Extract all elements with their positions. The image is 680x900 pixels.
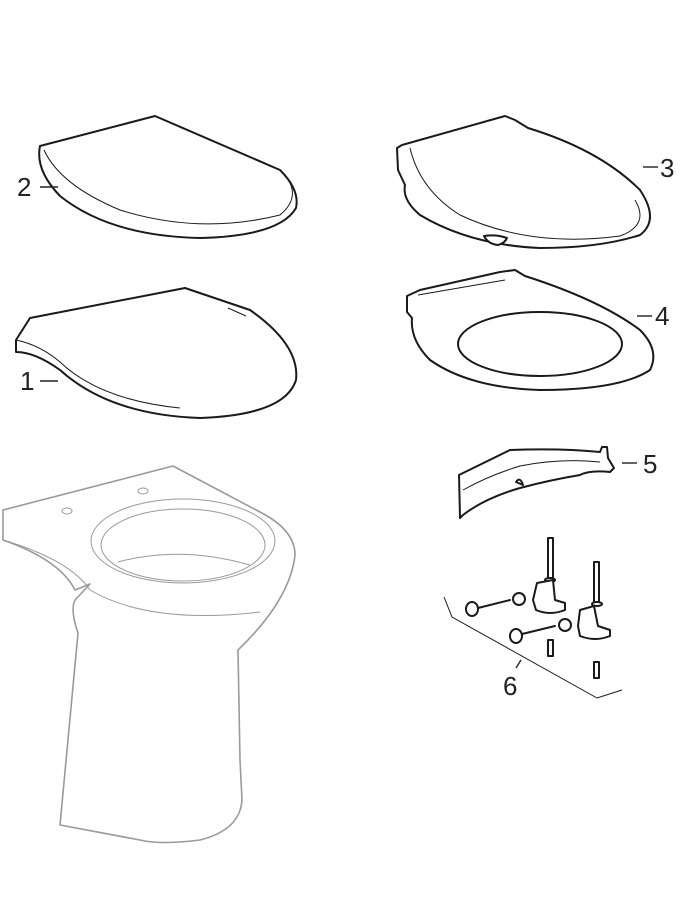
- part-label-4: 4: [655, 301, 670, 331]
- part-2-lid: [38, 115, 298, 239]
- part-label-5: 5: [643, 449, 658, 479]
- part-6-fixing-set: [443, 537, 623, 699]
- part-label-3: 3: [660, 153, 675, 183]
- part-4-seat-ring: [406, 269, 655, 391]
- part-1-lid: [15, 287, 298, 419]
- part-3-seat-with-lid: [396, 115, 658, 249]
- toilet-bowl: [2, 465, 296, 844]
- part-label-6: 6: [503, 671, 518, 701]
- part-5-hinge-bar: [458, 446, 637, 519]
- part-label-1: 1: [20, 366, 35, 396]
- part-label-2: 2: [17, 172, 32, 202]
